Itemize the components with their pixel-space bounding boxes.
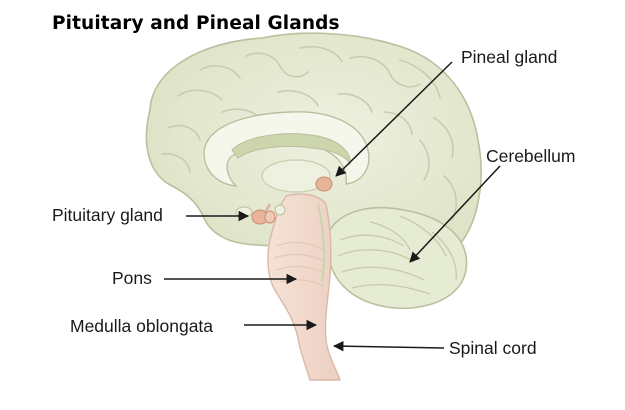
pineal-leader <box>335 61 453 177</box>
label-pineal-gland: Pineal gland <box>461 47 558 67</box>
label-medulla-oblongata: Medulla oblongata <box>70 316 214 336</box>
pituitary-gland-posterior <box>264 210 276 224</box>
thalamus <box>261 159 331 193</box>
brainstem <box>267 193 341 381</box>
label-pons: Pons <box>112 268 152 288</box>
pineal-gland-shape <box>315 176 333 192</box>
mammillary-body <box>274 204 286 216</box>
label-cerebellum: Cerebellum <box>486 146 576 166</box>
cerebellum-folds <box>337 215 457 295</box>
label-spinal-cord: Spinal cord <box>449 338 537 358</box>
fourth-ventricle <box>316 203 326 283</box>
label-pituitary-gland: Pituitary gland <box>52 205 163 225</box>
cerebral-sulci <box>161 46 457 221</box>
lateral-ventricle <box>231 133 351 166</box>
diagram-title: Pituitary and Pineal Glands <box>52 13 340 34</box>
leader-lines <box>164 61 501 352</box>
cerebellum <box>326 207 468 310</box>
cerebellum-leader <box>409 165 501 263</box>
spinal-leader <box>332 340 445 352</box>
